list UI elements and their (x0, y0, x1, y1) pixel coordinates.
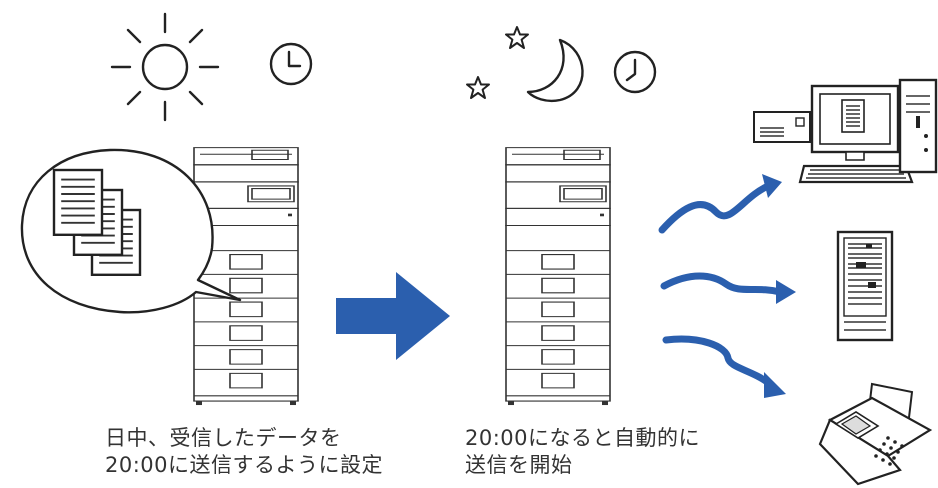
moon-icon (526, 38, 584, 103)
caption-schedule-setting: 日中、受信したデータを 20:00に送信するように設定 (105, 425, 383, 479)
clock-icon (613, 50, 657, 94)
server-icon (836, 230, 894, 342)
star-icon (505, 26, 529, 49)
email-envelope-icon (753, 111, 811, 143)
caption-line: 送信を開始 (465, 453, 573, 477)
caption-line: 20:00になると自動的に (465, 426, 701, 450)
arrow-right-icon (658, 174, 782, 234)
multifunction-printer-icon (189, 144, 303, 406)
caption-line: 日中、受信したデータを (105, 426, 342, 450)
multifunction-printer-icon (501, 144, 615, 406)
caption-auto-send: 20:00になると自動的に 送信を開始 (465, 425, 700, 479)
clock-icon (269, 42, 313, 86)
caption-line: 20:00に送信するように設定 (105, 453, 384, 477)
star-icon (466, 76, 490, 99)
fax-machine-icon (818, 382, 933, 486)
arrow-right-icon (660, 272, 796, 304)
computer-icon (798, 78, 938, 184)
received-documents-icon (20, 148, 242, 314)
arrow-right-icon (336, 272, 450, 360)
arrow-right-icon (662, 335, 786, 398)
sun-icon (110, 12, 220, 122)
